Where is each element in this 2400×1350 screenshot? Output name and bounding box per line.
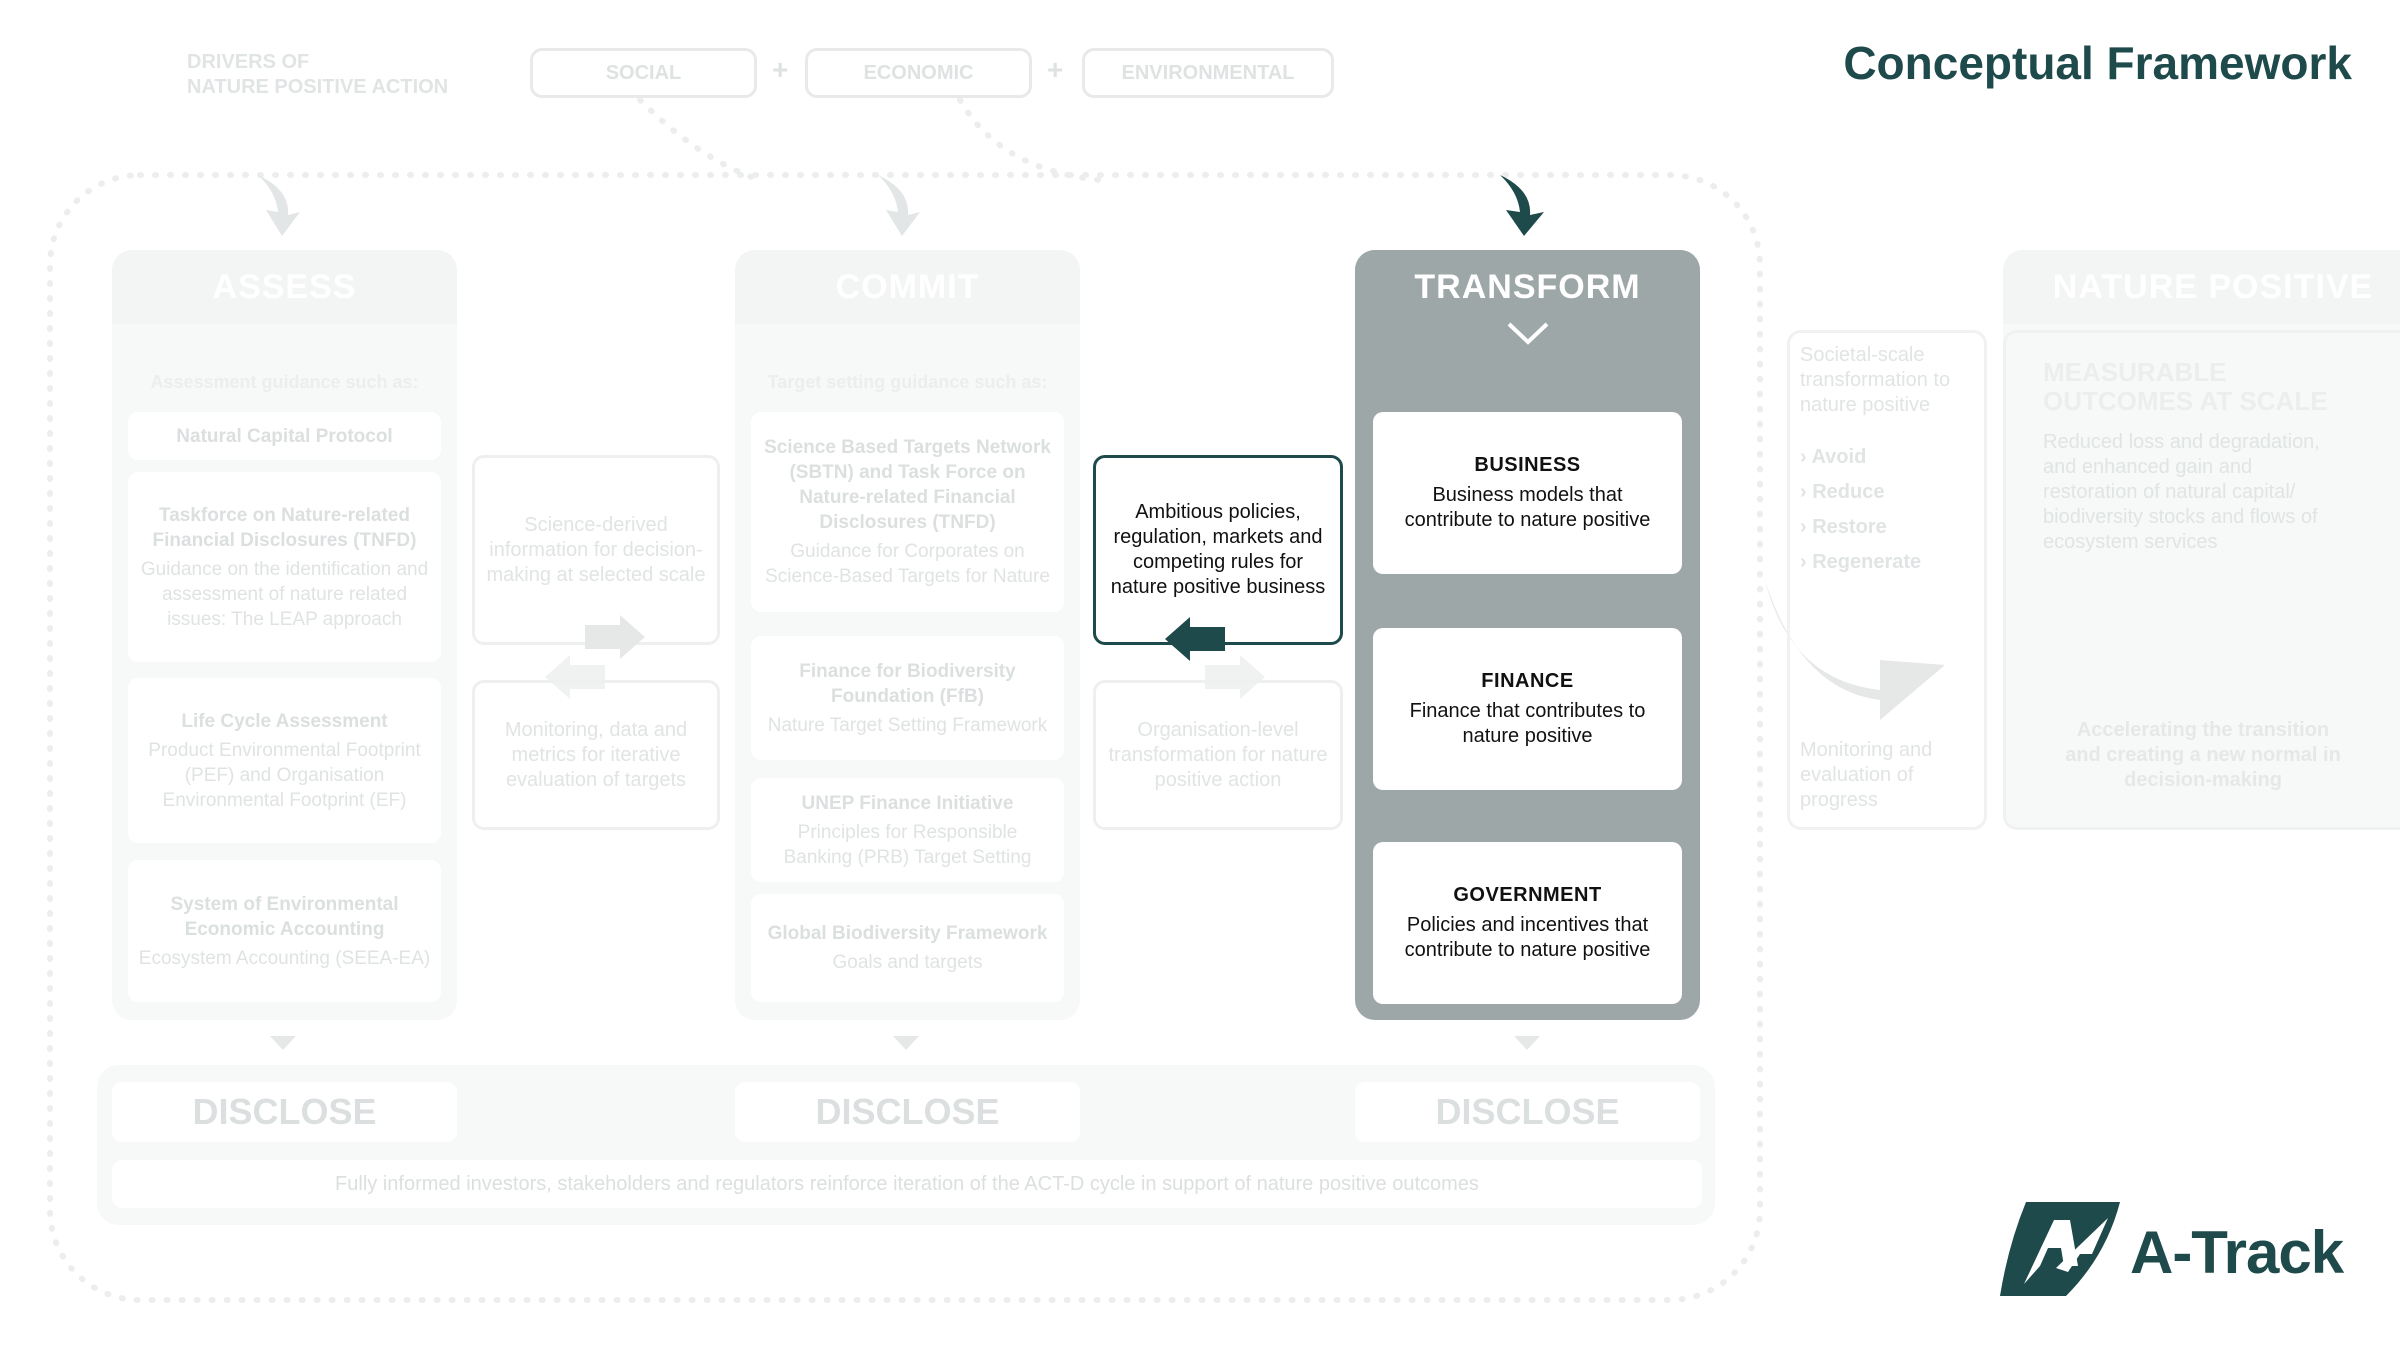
card-title: Taskforce on Nature-related Financial Di… bbox=[152, 504, 417, 551]
page-title: Conceptual Framework bbox=[1843, 37, 2352, 89]
commit-column: COMMIT Target setting guidance such as: … bbox=[735, 250, 1080, 1020]
organisation-level-box: Organisation-level transformation for na… bbox=[1093, 680, 1343, 830]
societal-item: › Regenerate bbox=[1800, 551, 1922, 573]
assess-card: Natural Capital Protocol bbox=[128, 412, 441, 460]
transform-card-finance: FINANCE Finance that contributes to natu… bbox=[1373, 628, 1682, 790]
card-title: Life Cycle Assessment bbox=[181, 710, 388, 732]
commit-card: Global Biodiversity Framework Goals and … bbox=[751, 894, 1064, 1002]
assess-guide: Assessment guidance such as: bbox=[150, 372, 419, 392]
disclose-assess: DISCLOSE bbox=[112, 1082, 457, 1142]
transform-title: TRANSFORM bbox=[1355, 250, 1700, 324]
a-track-logo-text: A-Track bbox=[2130, 1219, 2344, 1286]
drivers-label-line1: DRIVERS OF bbox=[187, 51, 310, 73]
big-arrow-to-nature-positive bbox=[1765, 580, 1945, 720]
driver-social: SOCIAL bbox=[530, 48, 757, 98]
nature-positive-column: NATURE POSITIVE bbox=[2003, 250, 2400, 830]
transform-header-notch bbox=[1507, 322, 1549, 345]
card-title: Science Based Targets Network (SBTN) and… bbox=[764, 437, 1051, 533]
card-desc: Goals and targets bbox=[832, 952, 983, 973]
commit-card: Science Based Targets Network (SBTN) and… bbox=[751, 412, 1064, 612]
down-arrow-transform bbox=[1514, 1036, 1540, 1050]
disclose-commit: DISCLOSE bbox=[735, 1082, 1080, 1142]
assess-title: ASSESS bbox=[112, 250, 457, 324]
down-arrow-assess bbox=[270, 1036, 296, 1050]
plus-sign: + bbox=[1047, 54, 1064, 85]
assess-card: System of Environmental Economic Account… bbox=[128, 860, 441, 1002]
nature-positive-heading: MEASURABLE OUTCOMES AT SCALE bbox=[2043, 357, 2328, 416]
card-desc: Principles for Responsible Banking (PRB)… bbox=[783, 821, 1032, 868]
nature-positive-bottom: Accelerating the transition and creating… bbox=[2065, 719, 2341, 791]
dotted-cycle-loop bbox=[47, 172, 1763, 1303]
disclose-note: Fully informed investors, stakeholders a… bbox=[112, 1160, 1702, 1208]
transform-card-government: GOVERNMENT Policies and incentives that … bbox=[1373, 842, 1682, 1004]
societal-top-text: Societal-scale transformation to nature … bbox=[1800, 344, 1951, 416]
drivers-label: DRIVERS OF NATURE POSITIVE ACTION bbox=[187, 50, 507, 100]
societal-item: › Restore bbox=[1800, 516, 1887, 538]
societal-bottom-text: Monitoring and evaluation of progress bbox=[1800, 739, 1933, 811]
driver-economic: ECONOMIC bbox=[805, 48, 1032, 98]
transform-column: TRANSFORM BUSINESS Business models that … bbox=[1355, 250, 1700, 1020]
societal-list: › Avoid › Reduce › Restore › Regenerate bbox=[1800, 440, 1980, 580]
plus-sign: + bbox=[772, 54, 789, 85]
card-desc: Guidance for Corporates on Science-Based… bbox=[765, 541, 1050, 587]
card-desc: Policies and incentives that contribute … bbox=[1404, 913, 1651, 961]
down-arrow-commit bbox=[893, 1036, 919, 1050]
arrow-into-transform bbox=[1500, 175, 1544, 236]
card-title: Global Biodiversity Framework bbox=[767, 923, 1048, 944]
nature-positive-title: NATURE POSITIVE bbox=[2003, 250, 2400, 324]
card-desc: Nature Target Setting Framework bbox=[767, 714, 1048, 736]
card-desc: Finance that contributes to nature posit… bbox=[1409, 699, 1646, 747]
card-title: Natural Capital Protocol bbox=[176, 425, 393, 447]
nature-positive-desc: Reduced loss and degradation, and enhanc… bbox=[2043, 431, 2320, 553]
arrow-into-commit bbox=[878, 175, 920, 236]
commit-card: UNEP Finance Initiative Principles for R… bbox=[751, 778, 1064, 882]
cycle-arrows-icon bbox=[1165, 617, 1265, 699]
dotted-driver-link-right bbox=[957, 97, 1103, 183]
assess-column: ASSESS Assessment guidance such as: Natu… bbox=[112, 250, 457, 1020]
dotted-driver-link-left bbox=[637, 97, 763, 183]
card-title: System of Environmental Economic Account… bbox=[170, 893, 399, 940]
card-title: UNEP Finance Initiative bbox=[801, 792, 1014, 814]
cycle-arrows-icon bbox=[545, 615, 645, 699]
assess-card: Taskforce on Nature-related Financial Di… bbox=[128, 472, 441, 662]
drivers-label-line2: NATURE POSITIVE ACTION bbox=[187, 76, 449, 98]
societal-item: › Reduce bbox=[1800, 481, 1885, 503]
commit-guide: Target setting guidance such as: bbox=[767, 372, 1048, 392]
card-desc: Guidance on the identification and asses… bbox=[140, 558, 429, 630]
card-desc: Product Environmental Footprint (PEF) an… bbox=[148, 739, 421, 811]
transform-card-business: BUSINESS Business models that contribute… bbox=[1373, 412, 1682, 574]
card-desc: Ecosystem Accounting (SEEA-EA) bbox=[138, 947, 431, 969]
a-track-logo-icon bbox=[2000, 1202, 2120, 1296]
monitoring-box: Monitoring, data and metrics for iterati… bbox=[472, 680, 720, 830]
driver-environmental: ENVIRONMENTAL bbox=[1082, 48, 1334, 98]
card-title: FINANCE bbox=[1481, 669, 1574, 692]
card-title: Finance for Biodiversity Foundation (FfB… bbox=[799, 660, 1016, 707]
societal-item: › Avoid bbox=[1800, 446, 1867, 468]
card-title: BUSINESS bbox=[1474, 453, 1581, 476]
nature-positive-inner bbox=[2003, 330, 2400, 830]
assess-card: Life Cycle Assessment Product Environmen… bbox=[128, 678, 441, 843]
arrow-into-assess bbox=[258, 175, 300, 236]
disclose-transform: DISCLOSE bbox=[1355, 1082, 1700, 1142]
card-desc: Business models that contribute to natur… bbox=[1404, 483, 1651, 531]
commit-card: Finance for Biodiversity Foundation (FfB… bbox=[751, 636, 1064, 760]
commit-title: COMMIT bbox=[735, 250, 1080, 324]
card-title: GOVERNMENT bbox=[1453, 883, 1602, 906]
societal-box bbox=[1787, 330, 1987, 830]
